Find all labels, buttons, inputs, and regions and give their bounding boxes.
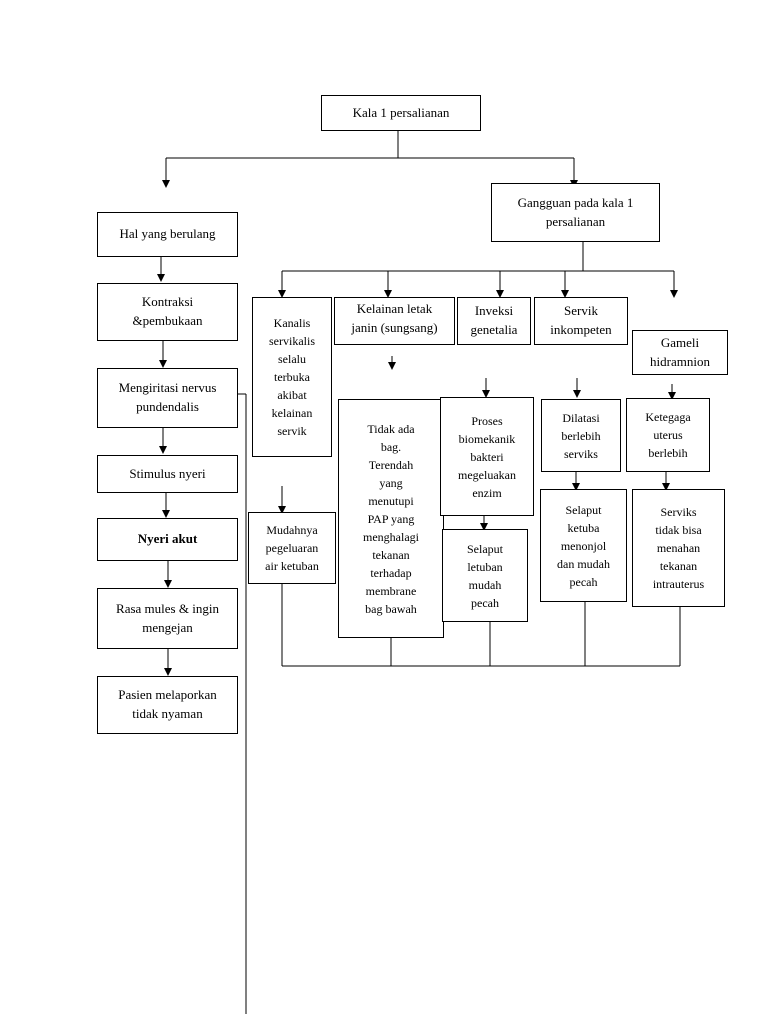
selaput-ketuba-box: Selaput ketuba menonjol dan mudah pecah — [540, 489, 627, 602]
servik-inkompeten-box: Servik inkompeten — [534, 297, 628, 345]
inveksi-genetalia-box: Inveksi genetalia — [457, 297, 531, 345]
nyeri-akut-box: Nyeri akut — [97, 518, 238, 561]
gameli-hidramnion-box: Gameli hidramnion — [632, 330, 728, 375]
hal-yang-berulang-box: Hal yang berulang — [97, 212, 238, 257]
rasa-mules-box: Rasa mules & ingin mengejan — [97, 588, 238, 649]
mudahnya-pegeluaran-box: Mudahnya pegeluaran air ketuban — [248, 512, 336, 584]
mengiritasi-box: Mengiritasi nervus pundendalis — [97, 368, 238, 428]
gangguan-box: Gangguan pada kala 1 persalianan — [491, 183, 660, 242]
selaput-letuban-box: Selaput letuban mudah pecah — [442, 529, 528, 622]
kelainan-letak-box: Kelainan letak janin (sungsang) — [334, 297, 455, 345]
root-box: Kala 1 persalianan — [321, 95, 481, 131]
proses-biomekanik-box: Proses biomekanik bakteri megeluakan enz… — [440, 397, 534, 516]
tidak-ada-bag-box: Tidak ada bag. Terendah yang menutupi PA… — [338, 399, 444, 638]
stimulus-nyeri-box: Stimulus nyeri — [97, 455, 238, 493]
kontraksi-box: Kontraksi &pembukaan — [97, 283, 238, 341]
serviks-tidak-bisa-box: Serviks tidak bisa menahan tekanan intra… — [632, 489, 725, 607]
dilatasi-berlebih-box: Dilatasi berlebih serviks — [541, 399, 621, 472]
kanalis-servikalis-box: Kanalis servikalis selalu terbuka akibat… — [252, 297, 332, 457]
ketegaga-uterus-box: Ketegaga uterus berlebih — [626, 398, 710, 472]
pasien-melaporkan-box: Pasien melaporkan tidak nyaman — [97, 676, 238, 734]
